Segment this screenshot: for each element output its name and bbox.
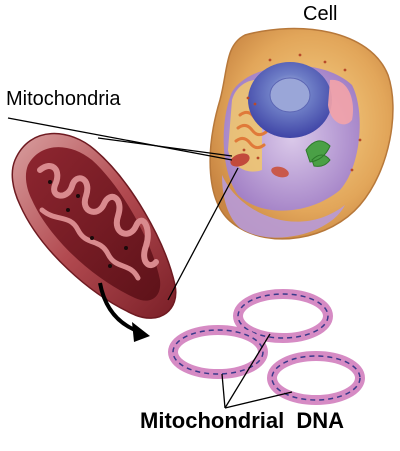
dna-label-pointers <box>221 333 293 409</box>
dna-rings <box>168 289 365 405</box>
dna-ring <box>168 325 268 379</box>
cell-vacuole <box>328 79 354 125</box>
line-cell-mito-top <box>97 137 233 157</box>
ribosomes <box>242 53 362 172</box>
line-cell-to-mitochondrion <box>167 167 239 301</box>
dna-ring <box>267 351 365 405</box>
mitochondrion-matrix <box>25 147 161 301</box>
arrow-head <box>132 322 150 342</box>
mitochondrial-dna-label: Mitochondrial DNA <box>140 408 344 433</box>
connector-lines <box>7 117 239 301</box>
mitochondrion-cristae <box>37 163 159 269</box>
cell-mitochondrion <box>271 166 289 178</box>
mitochondrial-dna-dots <box>48 180 128 268</box>
mitochondrion-illustration <box>11 132 177 319</box>
cell-lower-rim <box>222 175 345 238</box>
cell-mitochondrion <box>230 153 250 167</box>
cell-label: Cell <box>303 3 338 25</box>
mitochondrion-cristae-lower <box>39 207 141 281</box>
nucleolus <box>269 77 311 113</box>
dna-ring <box>233 289 333 343</box>
line-mito-label-to-cell <box>7 117 233 161</box>
mitochondria-label: Mitochondria <box>6 88 121 110</box>
cell-illustration <box>209 27 394 240</box>
golgi-apparatus <box>305 140 331 167</box>
